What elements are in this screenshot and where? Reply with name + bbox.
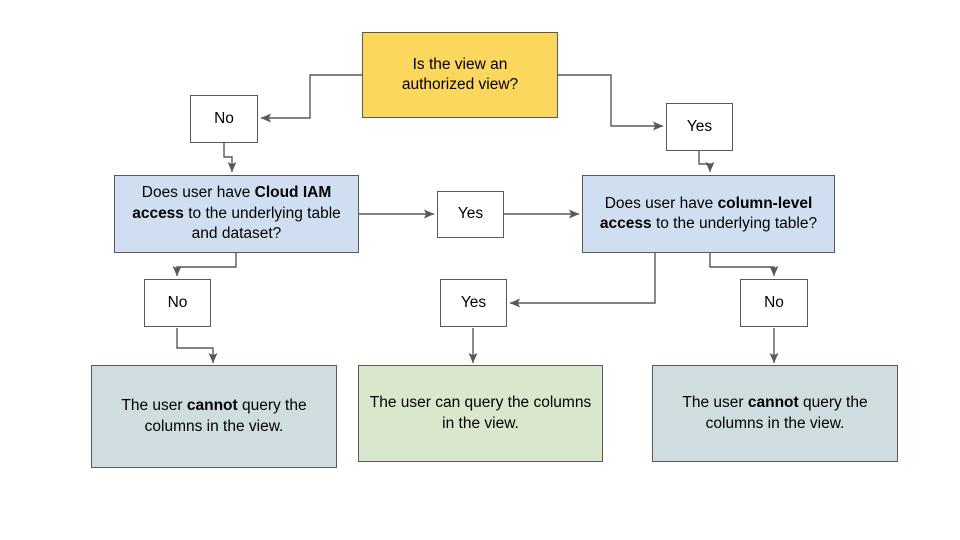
edge-top-yes-to-column: [698, 151, 715, 173]
label-node-iam-yes[interactable]: Yes: [437, 191, 504, 238]
result-node-cannot-query-right[interactable]: The user cannot query the columns in the…: [652, 365, 898, 462]
label-node-top-yes-text: Yes: [686, 117, 713, 135]
start-node-authorized-view[interactable]: Is the view an authorized view?: [362, 32, 558, 118]
result-node-cannot-query-left-text: The user cannot query the columns in the…: [121, 397, 307, 435]
label-node-column-yes[interactable]: Yes: [440, 279, 507, 327]
decision-node-column-level-access[interactable]: Does user have column-level access to th…: [582, 175, 835, 253]
label-node-iam-yes-text: Yes: [457, 205, 484, 223]
edge-top-no-to-iam: [223, 143, 237, 173]
label-node-top-no-text: No: [214, 109, 234, 127]
label-node-top-no[interactable]: No: [190, 95, 258, 143]
label-node-top-yes[interactable]: Yes: [666, 103, 733, 151]
edge-iam-to-no: [172, 253, 237, 277]
edge-column-to-yes: [509, 253, 656, 308]
edge-column-to-no: [709, 253, 779, 277]
label-node-column-no[interactable]: No: [740, 279, 808, 327]
label-node-iam-no-text: No: [167, 293, 188, 311]
edge-iam-no-to-deny-left: [176, 328, 218, 364]
label-node-column-yes-text: Yes: [460, 293, 487, 311]
start-node-text: Is the view an authorized view?: [401, 55, 519, 93]
label-node-iam-no[interactable]: No: [144, 279, 211, 327]
edge-start-to-top-no: [260, 74, 362, 123]
result-node-can-query[interactable]: The user can query the columns in the vi…: [358, 365, 603, 462]
edge-start-to-top-yes: [558, 74, 664, 131]
decision-node-column-level-access-text: Does user have column-level access to th…: [599, 194, 818, 232]
result-node-cannot-query-left[interactable]: The user cannot query the columns in the…: [91, 365, 337, 468]
decision-node-cloud-iam-access[interactable]: Does user have Cloud IAM access to the u…: [114, 175, 359, 253]
decision-node-cloud-iam-access-text: Does user have Cloud IAM access to the u…: [132, 184, 341, 243]
label-node-column-no-text: No: [764, 293, 784, 311]
result-node-can-query-text: The user can query the columns in the vi…: [369, 394, 592, 432]
result-node-cannot-query-right-text: The user cannot query the columns in the…: [682, 394, 868, 432]
